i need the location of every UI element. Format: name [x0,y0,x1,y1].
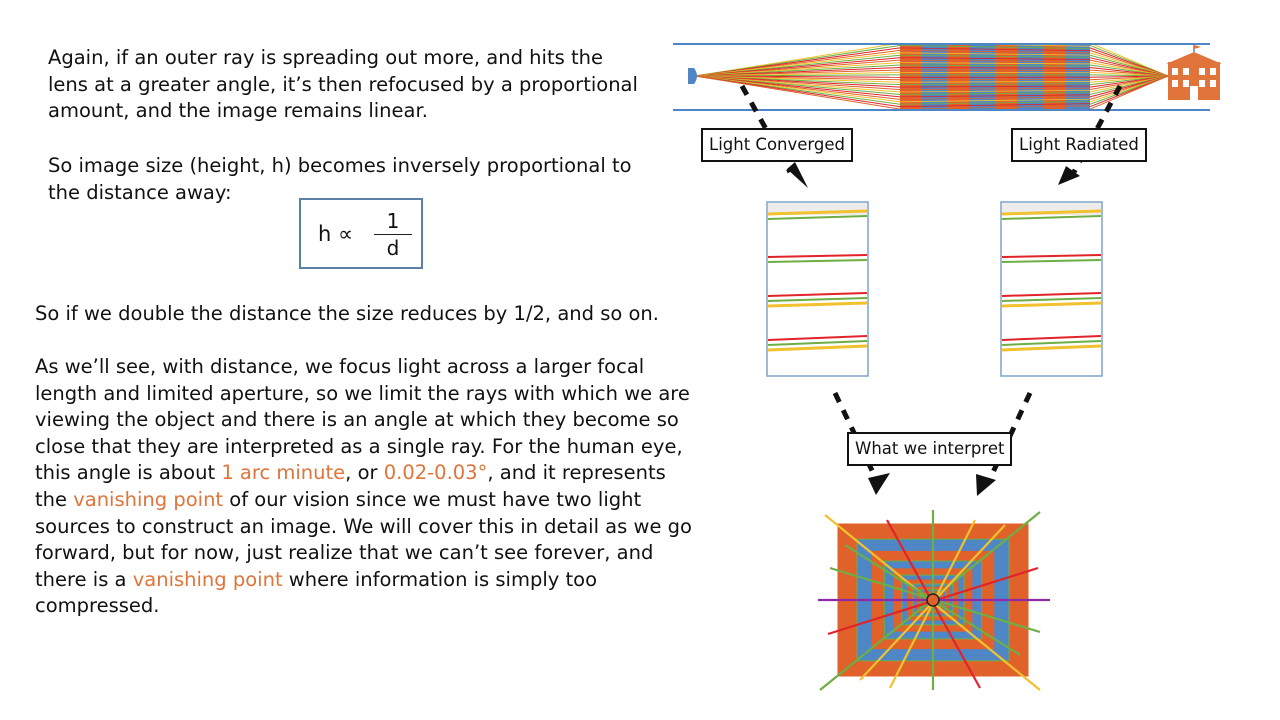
panel-line [767,254,868,258]
formula-denominator: d [386,236,400,260]
formula-numerator: 1 [386,209,400,233]
building-icon [1166,45,1222,100]
light-ray [899,81,1091,83]
light-ray [899,105,1091,110]
interpreted-perspective [818,510,1050,691]
panel-line [1001,215,1102,220]
light-ray [899,54,1091,58]
light-ray [899,47,1091,52]
converged-panel [766,201,869,377]
arrow-head-converged [787,162,808,188]
panel-line [767,292,868,297]
light-ray [899,101,1091,105]
light-ray [899,96,1091,100]
light-ray [899,59,1091,63]
text-run: , or [345,461,384,485]
arrow-head-radiated [1058,166,1080,185]
light-ray [694,75,901,110]
panel-line [767,259,868,263]
light-ray [899,98,1091,103]
panel-line [767,215,868,220]
light-ray [899,87,1091,90]
label-what-we-interpret: What we interpret [847,432,1013,466]
panel-line [767,335,868,341]
panel-line [767,301,868,308]
panel-line [767,209,868,216]
light-ray [1089,75,1169,110]
text-run: As we’ll see, with distance, we focus li… [35,355,690,485]
paragraph-double-distance: So if we double the distance the size re… [35,302,659,325]
paragraph-outer-ray: Again, if an outer ray is spreading out … [48,46,638,123]
light-ray [899,45,1091,49]
arrow-head-interpret-left [868,473,890,495]
text-run: of our vision since we must have two lig… [35,487,692,591]
formula-lhs: h ∝ [318,222,353,246]
light-rays [694,44,1169,110]
panel-line [1001,335,1102,341]
highlight-vanishing-point: vanishing point [73,487,224,511]
panel-line [1001,292,1102,297]
light-ray [899,49,1091,54]
eye-icon [688,68,697,84]
panel-line [1001,340,1102,346]
light-ray [899,90,1091,93]
arrow-head-interpret-right [976,474,996,496]
panel-line [767,340,868,346]
light-ray [899,94,1091,98]
vanishing-point-dot [926,593,940,607]
light-ray [899,85,1091,88]
highlight-angle-range: 0.02-0.03° [383,461,488,485]
panel-line [1001,209,1102,216]
panel-line [1001,344,1102,352]
formula-fraction: 1 d [374,209,412,260]
arrow-heads [787,162,1080,496]
light-ray [899,69,1091,71]
panel-line [1001,254,1102,258]
light-ray [899,52,1091,56]
radiated-panel [1000,201,1103,377]
light-tube [673,43,1210,111]
light-ray [899,67,1091,69]
label-light-radiated: Light Radiated [1011,128,1147,162]
panel-line [1001,301,1102,308]
panel-line [767,297,868,302]
text-run: , and it represents the [35,461,666,511]
panel-line [1001,259,1102,263]
light-ray [899,64,1091,67]
highlight-arc-minute: 1 arc minute [221,461,346,485]
light-ray [899,92,1091,95]
formula-box: h ∝ 1 d [299,198,423,269]
highlight-vanishing-point-2: vanishing point [132,567,283,591]
light-ray [899,57,1091,60]
label-light-converged: Light Converged [701,128,854,162]
light-ray [899,83,1091,86]
fraction-bar [374,234,412,235]
panel-line [1001,297,1102,302]
paragraph-vanishing-point: As we’ll see, with distance, we focus li… [35,354,695,620]
light-ray [899,62,1091,65]
paragraph-image-size: So image size (height, h) becomes invers… [48,154,632,204]
light-ray [899,103,1091,108]
text-run: where information is simply too compress… [35,567,598,618]
panel-line [767,344,868,352]
